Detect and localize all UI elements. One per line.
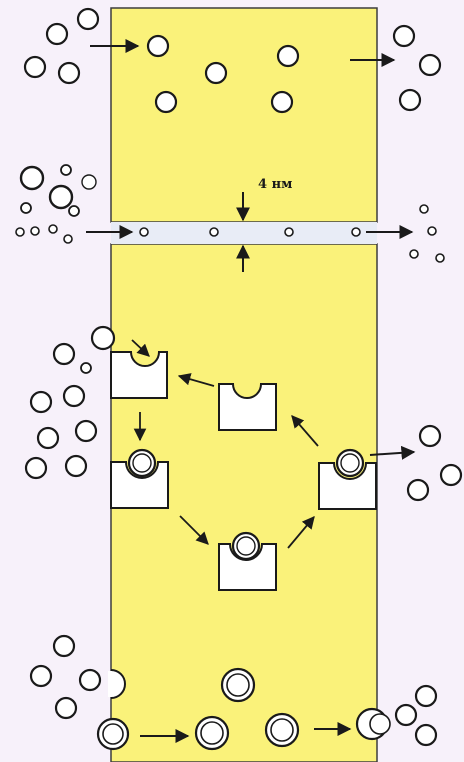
- molecule: [408, 480, 428, 500]
- molecule: [76, 421, 96, 441]
- molecule: [441, 465, 461, 485]
- vesicle-content: [370, 714, 390, 734]
- molecule: [49, 225, 57, 233]
- channel-width-label: 4 нм: [258, 177, 292, 192]
- vesicle-content: [201, 722, 223, 744]
- molecule: [416, 686, 436, 706]
- molecule: [25, 57, 45, 77]
- molecule: [285, 228, 293, 236]
- molecule: [16, 228, 24, 236]
- molecule: [54, 636, 74, 656]
- vesicle-content: [103, 724, 123, 744]
- molecule: [352, 228, 360, 236]
- molecule: [64, 386, 84, 406]
- molecule: [156, 92, 176, 112]
- molecule: [66, 456, 86, 476]
- molecule: [278, 46, 298, 66]
- molecule: [436, 254, 444, 262]
- molecule: [21, 203, 31, 213]
- molecule: [82, 175, 96, 189]
- molecule: [206, 63, 226, 83]
- bound-molecule: [341, 454, 359, 472]
- vesicle-content: [227, 674, 249, 696]
- molecule: [400, 90, 420, 110]
- molecule: [420, 55, 440, 75]
- molecule: [148, 36, 168, 56]
- molecule: [420, 426, 440, 446]
- molecule: [69, 206, 79, 216]
- molecule: [47, 24, 67, 44]
- molecule: [56, 698, 76, 718]
- molecule: [394, 26, 414, 46]
- bound-molecule: [237, 537, 255, 555]
- molecule: [61, 165, 71, 175]
- molecule: [50, 186, 72, 208]
- molecule: [428, 227, 436, 235]
- molecule: [92, 327, 114, 349]
- molecule: [420, 205, 428, 213]
- molecule: [416, 725, 436, 745]
- molecule: [80, 670, 100, 690]
- vesicle-content: [271, 719, 293, 741]
- molecule: [396, 705, 416, 725]
- molecule: [210, 228, 218, 236]
- molecule: [78, 9, 98, 29]
- channel-pore: [111, 222, 377, 244]
- molecule: [31, 666, 51, 686]
- molecule: [21, 167, 43, 189]
- molecule: [410, 250, 418, 258]
- bound-molecule: [133, 454, 151, 472]
- molecule: [31, 227, 39, 235]
- molecule: [272, 92, 292, 112]
- molecule: [26, 458, 46, 478]
- molecule: [38, 428, 58, 448]
- molecule: [54, 344, 74, 364]
- molecule: [31, 392, 51, 412]
- molecule: [81, 363, 91, 373]
- molecule: [64, 235, 72, 243]
- molecule: [140, 228, 148, 236]
- molecule: [59, 63, 79, 83]
